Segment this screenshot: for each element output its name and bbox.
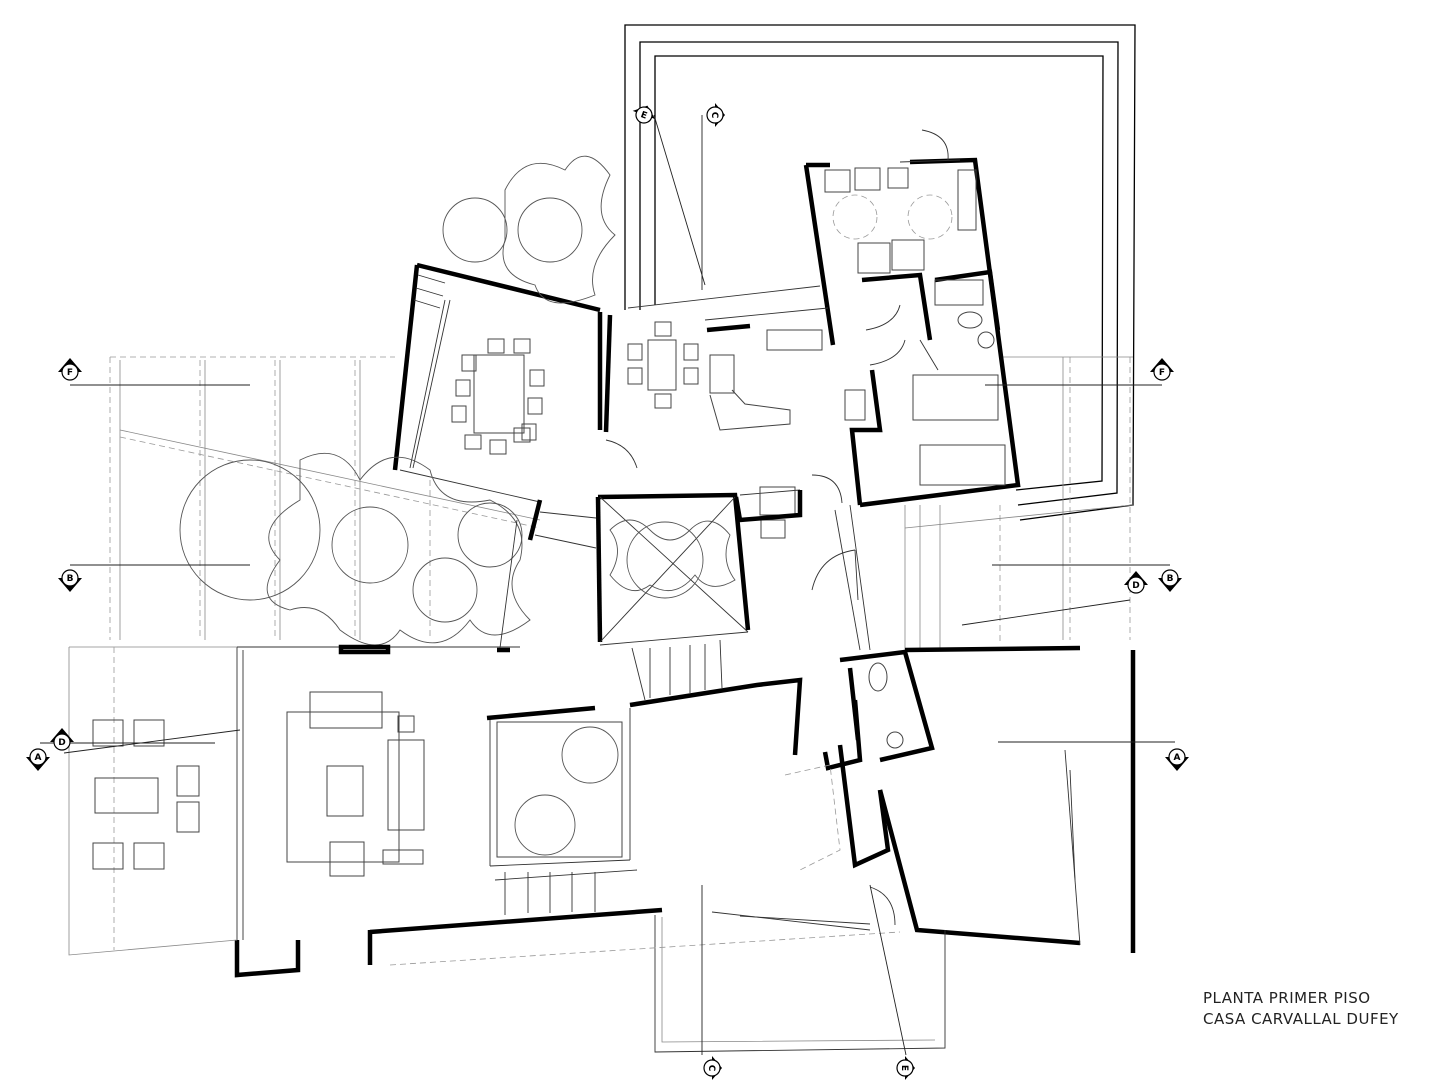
section-marker-e-top: E bbox=[632, 105, 656, 124]
east-wing bbox=[877, 645, 1136, 953]
pergola-grid-east bbox=[904, 356, 1134, 650]
service-block bbox=[824, 129, 1021, 508]
roof-outline bbox=[624, 24, 1136, 521]
section-marker-e-bottom: E bbox=[896, 1056, 915, 1080]
marker-letter: B bbox=[1167, 574, 1174, 584]
section-marker-c-top: C bbox=[706, 103, 725, 127]
garden-trees-west bbox=[179, 155, 616, 646]
marker-letter: C bbox=[706, 1065, 716, 1072]
section-marker-d-right: D bbox=[1124, 571, 1148, 594]
drawing-title-block: PLANTA PRIMER PISO CASA CARVALLAL DUFEY bbox=[1203, 988, 1399, 1030]
entrance-doors bbox=[811, 474, 871, 651]
section-marker-f-left: F bbox=[58, 358, 82, 381]
drawing-title: PLANTA PRIMER PISO bbox=[1203, 989, 1371, 1007]
bath-south bbox=[839, 649, 935, 763]
section-marker-f-right: F bbox=[1150, 358, 1174, 381]
section-lines bbox=[40, 114, 1175, 1056]
bridge bbox=[497, 499, 597, 653]
marker-letter: F bbox=[67, 368, 73, 378]
marker-letter: D bbox=[1132, 581, 1139, 591]
section-marker-a-left: A bbox=[26, 748, 50, 771]
kitchen-table bbox=[627, 321, 699, 409]
section-marker-b-right: B bbox=[1158, 569, 1182, 592]
living-furniture bbox=[286, 691, 425, 877]
section-marker-b-left: B bbox=[58, 569, 82, 592]
pergola-grid bbox=[109, 356, 541, 640]
kitchen bbox=[597, 162, 836, 539]
marker-letter: E bbox=[899, 1065, 909, 1071]
central-courtyard bbox=[595, 490, 803, 646]
dining-stair bbox=[413, 274, 446, 309]
section-marker-c-bottom: C bbox=[703, 1056, 722, 1080]
drawing-subtitle: CASA CARVALLAL DUFEY bbox=[1203, 1010, 1399, 1028]
marker-letter: E bbox=[639, 110, 648, 122]
section-marker-a-right: A bbox=[1165, 748, 1189, 771]
section-marker-d-left: D bbox=[50, 728, 74, 751]
marker-letter: C bbox=[709, 112, 719, 119]
marker-letter: F bbox=[1159, 368, 1165, 378]
south-courtyard bbox=[486, 705, 638, 915]
marker-letter: A bbox=[35, 753, 42, 763]
marker-letter: B bbox=[67, 574, 74, 584]
dining-room bbox=[392, 262, 601, 503]
dining-table bbox=[451, 338, 545, 455]
south-porch bbox=[389, 886, 946, 1053]
marker-letter: A bbox=[1174, 753, 1181, 763]
marker-letter: D bbox=[58, 738, 65, 748]
living-room bbox=[234, 644, 663, 978]
terrace-west bbox=[68, 646, 238, 956]
